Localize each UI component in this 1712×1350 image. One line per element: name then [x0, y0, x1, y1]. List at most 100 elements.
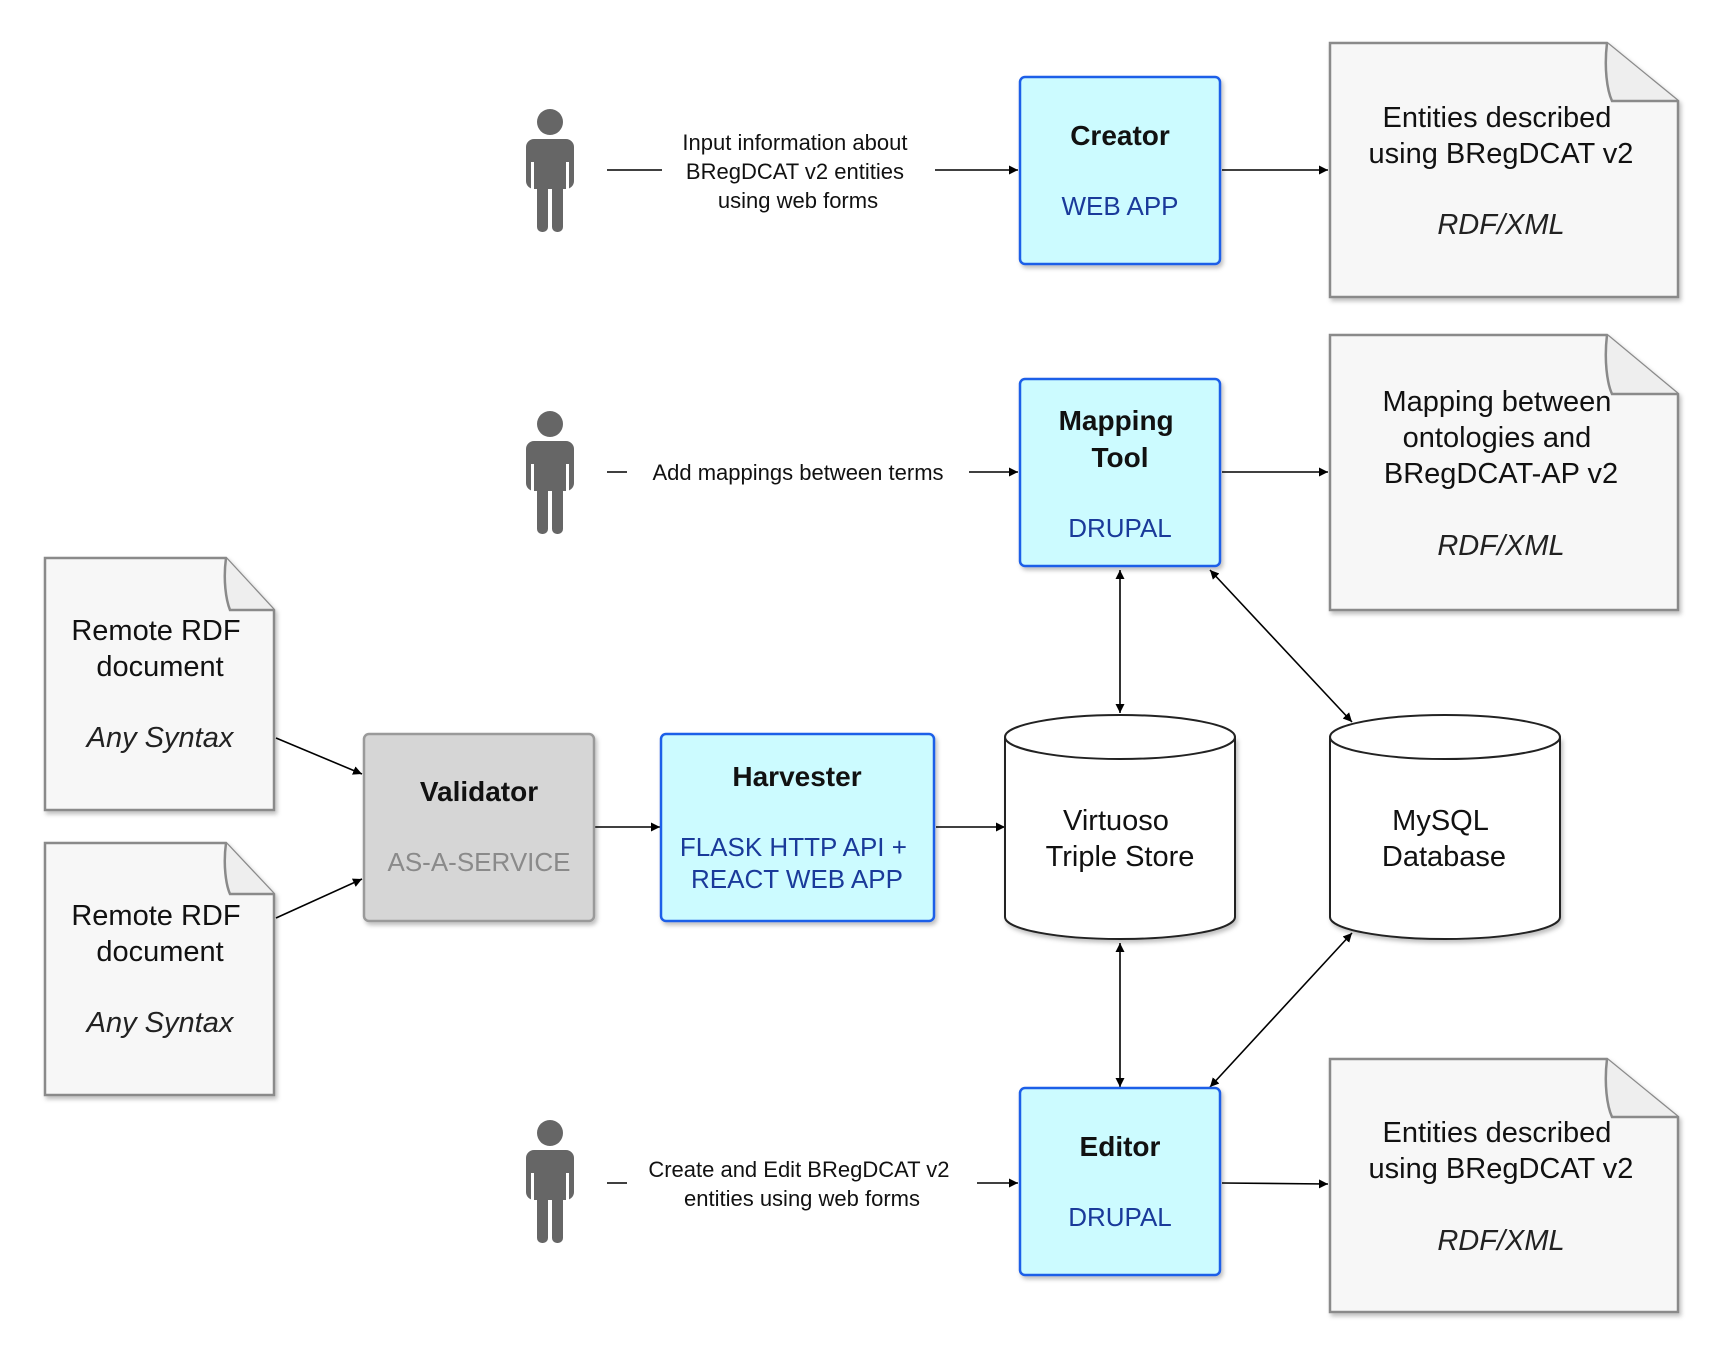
document-fold [223, 842, 274, 896]
title-line: Creator [1070, 120, 1170, 151]
database-line: Database [1382, 841, 1506, 873]
validator-tech: AS-A-SERVICE [387, 847, 570, 877]
document-line: Remote RDF [71, 900, 240, 932]
database-top [1329, 714, 1561, 760]
document-format: RDF/XML [1437, 1225, 1564, 1257]
title-line: Editor [1080, 1131, 1161, 1162]
actor-creator-label: Input information about BRegDCAT v2 enti… [682, 130, 913, 213]
editor-box-shape [1018, 1086, 1222, 1277]
creator-box: Creator WEB APP [1018, 75, 1222, 266]
editor-box: Editor DRUPAL [1018, 1086, 1222, 1277]
document-format: RDF/XML [1437, 209, 1564, 241]
document-fold [223, 557, 274, 612]
actor-labels: Input information about BRegDCAT v2 enti… [648, 130, 955, 1211]
editor-tech: DRUPAL [1068, 1202, 1172, 1232]
connector-remote1-validator [275, 737, 363, 775]
validator-title: Validator [420, 776, 538, 807]
database-text: MySQL Database [1382, 805, 1506, 873]
actors [526, 109, 574, 1243]
document-line: Mapping between [1382, 386, 1611, 418]
mapping-tool-title: Mapping Tool [1059, 405, 1182, 473]
document-line: ontologies and [1403, 422, 1592, 454]
tech-line: DRUPAL [1068, 1202, 1172, 1232]
connectors [275, 165, 1353, 1189]
database-text: Virtuoso Triple Store [1046, 805, 1195, 873]
document-text: Entities described using BRegDCAT v2 [1369, 102, 1634, 170]
connector-mysql-editor [1209, 932, 1353, 1088]
tech-line: AS-A-SERVICE [387, 847, 570, 877]
editor-title: Editor [1080, 1131, 1161, 1162]
connector-remote2-validator [275, 878, 363, 919]
document-format: RDF/XML [1437, 530, 1564, 562]
title-line: Harvester [732, 761, 861, 792]
label-line: Input information about [682, 130, 907, 155]
actor-mapping-label: Add mappings between terms [652, 460, 943, 485]
document-shape [1328, 41, 1680, 299]
document-fold [1604, 1058, 1678, 1119]
document-format: Any Syntax [85, 722, 235, 754]
label-line: Add mappings between terms [652, 460, 943, 485]
database-line: MySQL [1392, 805, 1489, 837]
document-line: document [96, 651, 223, 683]
tech-line: WEB APP [1061, 191, 1178, 221]
document-fold [1604, 334, 1678, 396]
document-line: BRegDCAT-AP v2 [1384, 458, 1618, 490]
label-line: entities using web forms [684, 1186, 920, 1211]
mapping-output-document: Mapping between ontologies and BRegDCAT-… [1328, 333, 1680, 612]
database-body [1329, 737, 1561, 940]
tech-line: FLASK HTTP API + [680, 832, 907, 862]
label-line: using web forms [718, 188, 878, 213]
database-line: Triple Store [1046, 841, 1195, 873]
document-line: Remote RDF [71, 615, 240, 647]
tech-line: DRUPAL [1068, 513, 1172, 543]
person-icon [526, 1120, 574, 1243]
document-line: using BRegDCAT v2 [1369, 138, 1634, 170]
label-line: Create and Edit BRegDCAT v2 [648, 1157, 949, 1182]
connector-mapping-mysql [1209, 569, 1353, 723]
harvester-title: Harvester [732, 761, 861, 792]
document-shape [43, 556, 276, 812]
document-text: Mapping between ontologies and BRegDCAT-… [1382, 386, 1619, 490]
person-icon [526, 109, 574, 232]
mapping-tool-box-shape [1018, 377, 1222, 568]
mapping-tool-box: Mapping Tool DRUPAL [1018, 377, 1222, 568]
title-line: Tool [1091, 442, 1148, 473]
creator-box-shape [1018, 75, 1222, 266]
mapping-tool-tech: DRUPAL [1068, 513, 1172, 543]
database-top [1004, 714, 1236, 760]
harvester-box-shape [659, 732, 936, 923]
connector-editor-output [1221, 1179, 1329, 1189]
document-text: Entities described using BRegDCAT v2 [1369, 1117, 1634, 1185]
document-line: Entities described [1383, 102, 1612, 134]
actor-editor-label: Create and Edit BRegDCAT v2 entities usi… [648, 1157, 955, 1211]
remote-rdf-document-1: Remote RDF document Any Syntax [43, 556, 276, 812]
document-line: Entities described [1383, 1117, 1612, 1149]
title-line: Mapping [1059, 405, 1174, 436]
creator-title: Creator [1070, 120, 1170, 151]
document-line: using BRegDCAT v2 [1369, 1153, 1634, 1185]
document-shape [1328, 1057, 1680, 1314]
document-shape [43, 841, 276, 1097]
creator-tech: WEB APP [1061, 191, 1178, 221]
validator-box-shape [362, 732, 596, 923]
document-line: document [96, 936, 223, 968]
title-line: Validator [420, 776, 538, 807]
creator-output-document: Entities described using BRegDCAT v2 RDF… [1328, 41, 1680, 299]
virtuoso-database: Virtuoso Triple Store [1004, 714, 1236, 940]
validator-box: Validator AS-A-SERVICE [362, 732, 596, 923]
person-icon [526, 411, 574, 534]
harvester-tech: FLASK HTTP API + REACT WEB APP [680, 832, 914, 894]
database-line: Virtuoso [1063, 805, 1169, 837]
editor-output-document: Entities described using BRegDCAT v2 RDF… [1328, 1057, 1680, 1314]
document-text: Remote RDF document [71, 900, 248, 968]
label-line: BRegDCAT v2 entities [686, 159, 904, 184]
document-text: Remote RDF document [71, 615, 248, 683]
document-shape [1328, 333, 1680, 612]
database-body [1004, 737, 1236, 940]
mysql-database: MySQL Database [1329, 714, 1561, 940]
document-format: Any Syntax [85, 1007, 235, 1039]
harvester-box: Harvester FLASK HTTP API + REACT WEB APP [659, 732, 936, 923]
remote-rdf-document-2: Remote RDF document Any Syntax [43, 841, 276, 1097]
document-fold [1604, 42, 1678, 103]
